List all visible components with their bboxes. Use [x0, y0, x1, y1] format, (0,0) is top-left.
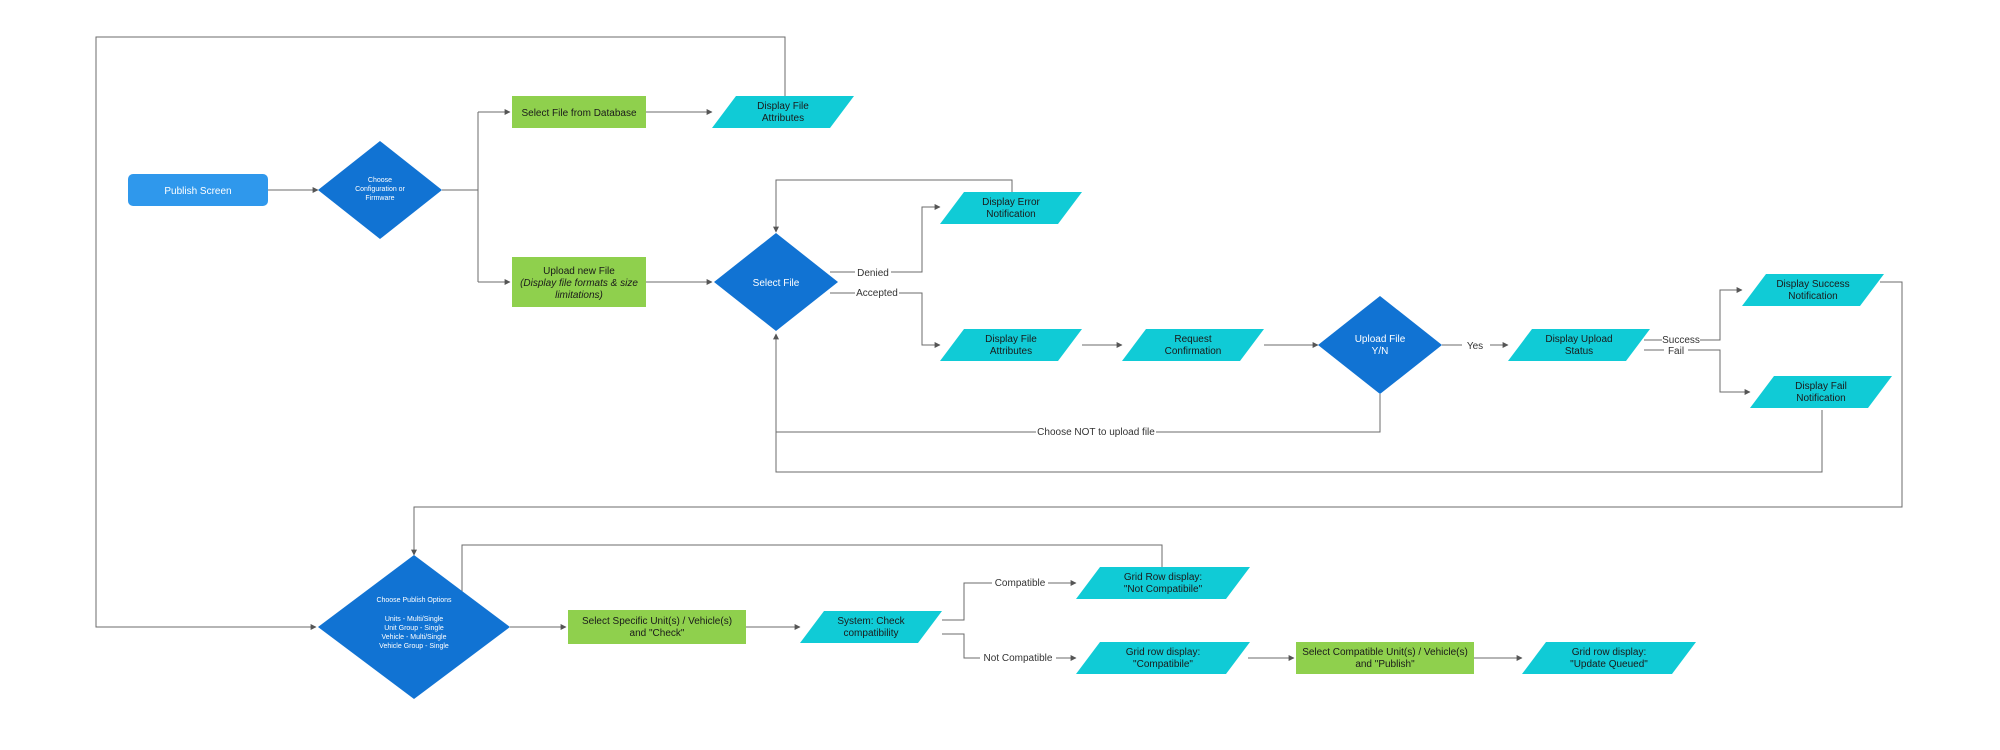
- edge-error-loop: [773, 179, 1013, 233]
- node-choose-config: Choose Configuration or Firmware: [318, 141, 442, 239]
- label-yes: Yes: [1467, 341, 1483, 352]
- edge-labels: Denied Accepted Yes Success Fail Choose …: [855, 266, 1700, 665]
- node-grid-update-line2: "Update Queued": [1570, 659, 1648, 670]
- node-select-specific: Select Specific Unit(s) / Vehicle(s) and…: [568, 610, 746, 644]
- node-system-check-line1: System: Check: [837, 616, 905, 627]
- node-select-from-db: Select File from Database: [512, 96, 646, 128]
- label-accepted: Accepted: [856, 288, 898, 299]
- node-request-confirm-line2: Confirmation: [1165, 346, 1222, 357]
- edge-attr-loop-to-publish: [95, 36, 786, 630]
- node-grid-compat-line2: "Compatibile": [1133, 659, 1193, 670]
- edge-fail: [1644, 349, 1751, 395]
- node-choose-config-line3: Firmware: [365, 195, 394, 202]
- node-grid-update: Grid row display: "Update Queued": [1522, 642, 1696, 674]
- node-upload-new-file: Upload new File (Display file formats & …: [512, 257, 646, 307]
- node-display-attr-mid-line1: Display File: [985, 334, 1037, 345]
- node-choose-config-line1: Choose: [368, 177, 392, 184]
- node-choose-publish: Choose Publish Options Units - Multi/Sin…: [318, 555, 510, 699]
- node-select-file: Select File: [714, 233, 838, 331]
- node-choose-publish-line5: Vehicle - Multi/Single: [382, 634, 447, 641]
- edge-not-upload: [773, 333, 1381, 433]
- node-select-specific-line2: and "Check": [630, 628, 685, 639]
- label-success: Success: [1662, 335, 1700, 346]
- node-choose-publish-line1: Choose Publish Options: [376, 597, 452, 604]
- node-select-compatible-line1: Select Compatible Unit(s) / Vehicle(s): [1302, 647, 1468, 658]
- node-upload-new-file-line1: Upload new File: [543, 266, 615, 277]
- node-upload-yn: Upload File Y/N: [1318, 296, 1442, 394]
- label-fail: Fail: [1668, 346, 1684, 357]
- node-choose-config-line2: Configuration or: [355, 186, 405, 193]
- node-grid-update-line1: Grid row display:: [1572, 647, 1646, 658]
- node-choose-publish-line3: Units - Multi/Single: [385, 616, 443, 623]
- node-choose-publish-line6: Vehicle Group - Single: [379, 643, 449, 650]
- label-not-compatible: Not Compatible: [984, 653, 1053, 664]
- node-grid-compat-line1: Grid row display:: [1126, 647, 1200, 658]
- node-upload-new-file-line3: limitations): [555, 290, 603, 301]
- node-display-attr-top: Display File Attributes: [712, 96, 854, 128]
- node-select-compatible-line2: and "Publish": [1355, 659, 1415, 670]
- node-publish-screen-label: Publish Screen: [164, 186, 231, 197]
- node-publish-screen: Publish Screen: [128, 174, 268, 206]
- node-choose-publish-line4: Unit Group - Single: [384, 625, 444, 632]
- node-select-compatible: Select Compatible Unit(s) / Vehicle(s) a…: [1296, 642, 1474, 674]
- node-upload-yn-line2: Y/N: [1372, 346, 1389, 357]
- node-select-from-db-label: Select File from Database: [521, 108, 636, 119]
- node-display-attr-top-line1: Display File: [757, 101, 809, 112]
- edge-success-to-publish: [411, 281, 1903, 556]
- node-display-upload-status-line1: Display Upload: [1545, 334, 1612, 345]
- node-display-success-line1: Display Success: [1776, 279, 1849, 290]
- node-display-attr-mid-line2: Attributes: [990, 346, 1032, 357]
- node-grid-not-compat-line2: "Not Compatibile": [1124, 584, 1203, 595]
- node-display-error: Display Error Notification: [940, 192, 1082, 224]
- node-grid-compat: Grid row display: "Compatibile": [1076, 642, 1250, 674]
- edge-notcompat-loop: [459, 544, 1163, 604]
- node-system-check-line2: compatibility: [843, 628, 898, 639]
- node-display-success: Display Success Notification: [1742, 274, 1884, 306]
- label-denied: Denied: [857, 268, 889, 279]
- node-upload-new-file-line2: (Display file formats & size: [520, 278, 638, 289]
- node-display-fail-line1: Display Fail: [1795, 381, 1847, 392]
- node-select-file-label: Select File: [753, 278, 800, 289]
- node-display-error-line1: Display Error: [982, 197, 1040, 208]
- label-compatible: Compatible: [995, 578, 1046, 589]
- label-not-upload: Choose NOT to upload file: [1037, 427, 1155, 438]
- node-upload-yn-line1: Upload File: [1355, 334, 1406, 345]
- node-display-fail: Display Fail Notification: [1750, 376, 1892, 408]
- edge-accepted: [830, 292, 941, 348]
- node-display-error-line2: Notification: [986, 209, 1035, 220]
- edge-success: [1644, 287, 1743, 341]
- node-display-upload-status: Display Upload Status: [1508, 329, 1650, 361]
- node-request-confirm: Request Confirmation: [1122, 329, 1264, 361]
- node-display-fail-line2: Notification: [1796, 393, 1845, 404]
- edge-denied: [830, 204, 941, 273]
- node-display-success-line2: Notification: [1788, 291, 1837, 302]
- node-grid-not-compat-line1: Grid Row display:: [1124, 572, 1202, 583]
- node-grid-not-compat: Grid Row display: "Not Compatibile": [1076, 567, 1250, 599]
- node-display-attr-mid: Display File Attributes: [940, 329, 1082, 361]
- edge-fail-loop: [775, 410, 1823, 473]
- node-display-upload-status-line2: Status: [1565, 346, 1593, 357]
- node-display-attr-top-line2: Attributes: [762, 113, 804, 124]
- node-system-check: System: Check compatibility: [800, 611, 942, 643]
- node-request-confirm-line1: Request: [1174, 334, 1211, 345]
- node-select-specific-line1: Select Specific Unit(s) / Vehicle(s): [582, 616, 732, 627]
